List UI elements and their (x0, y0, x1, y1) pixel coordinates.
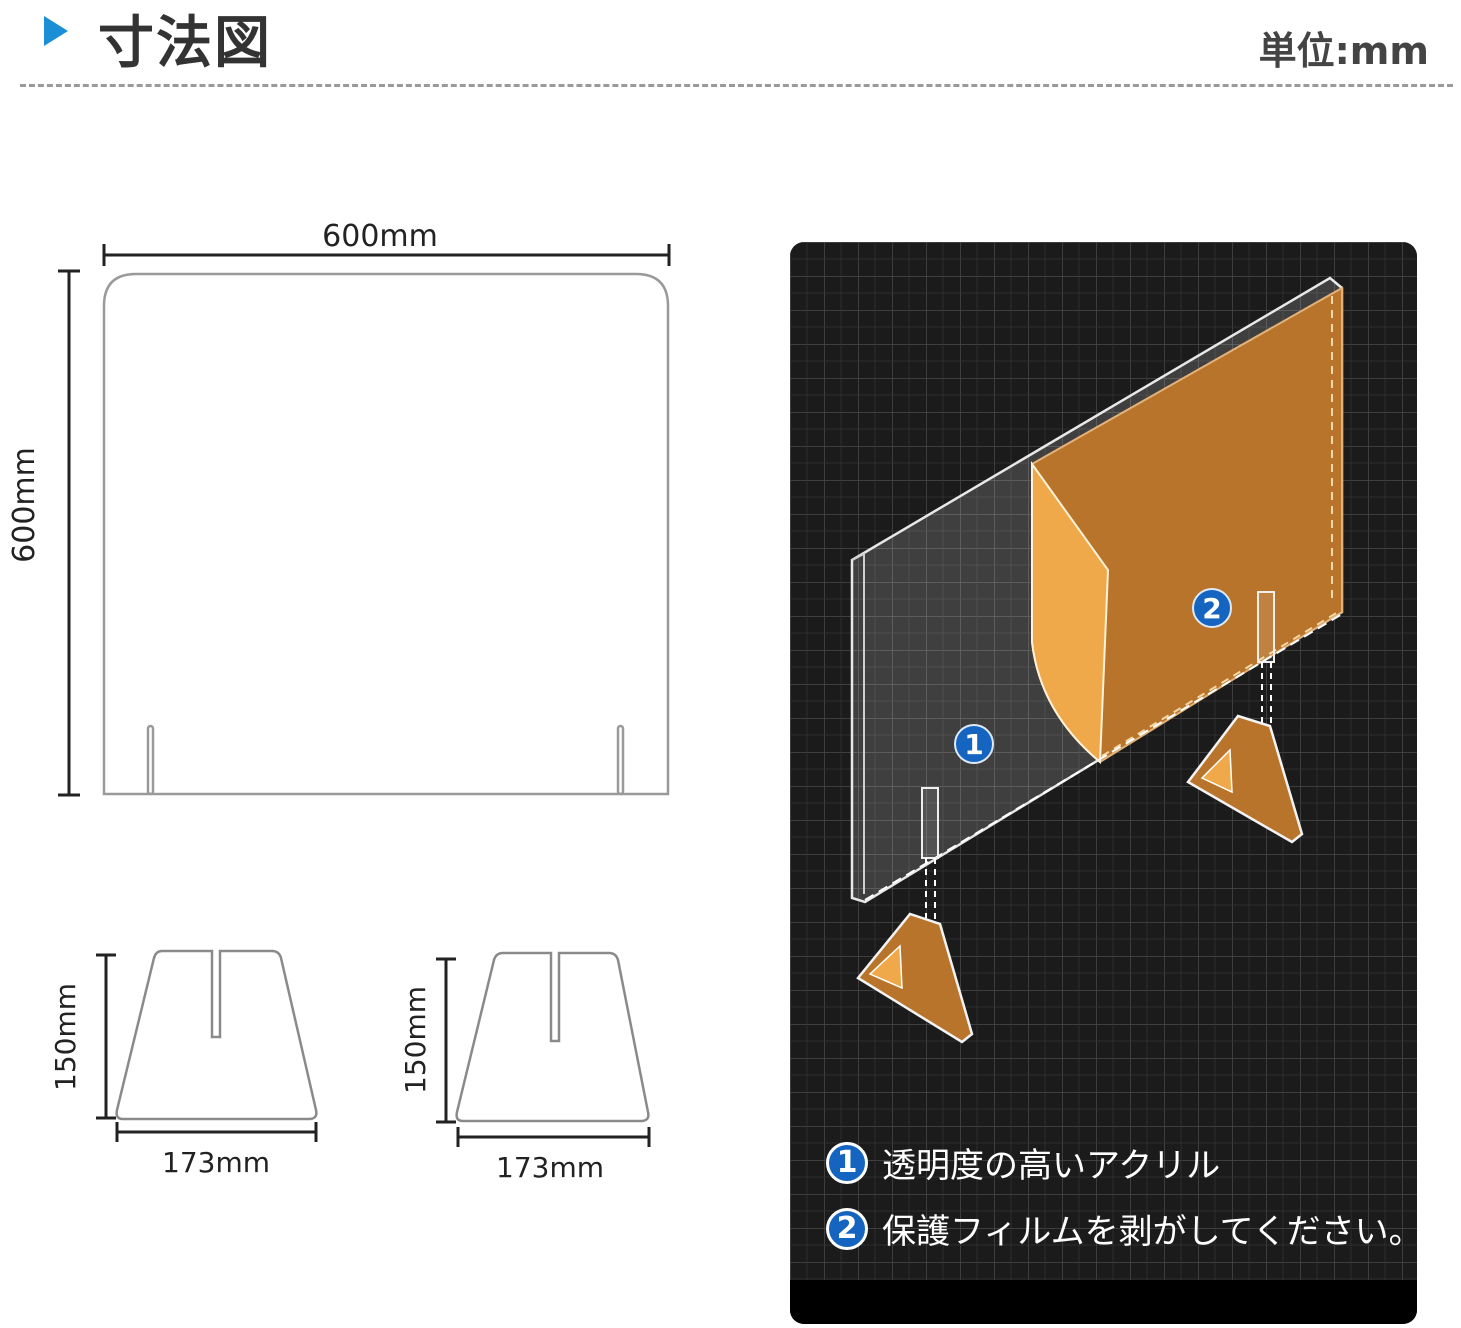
right-stand-width-line (456, 1127, 651, 1147)
photo-bottom-bar (790, 1280, 1417, 1324)
feature-2-number-badge: 2 (826, 1207, 868, 1250)
header-arrow-icon (44, 16, 68, 46)
header-divider (20, 84, 1453, 87)
feature-1-text: 透明度の高いアクリル (882, 1146, 1221, 1186)
left-stand-height-line (96, 953, 116, 1120)
height-dimension-line (58, 269, 80, 797)
left-stand-3d (856, 787, 974, 1044)
left-stand-outline (115, 949, 318, 1121)
right-stand-outline (455, 951, 650, 1123)
left-stand-width-label: 173mm (162, 1146, 270, 1179)
callout-1-badge: 1 (954, 724, 994, 764)
panel-width-label: 600mm (322, 219, 438, 254)
panel-bottom-dash (864, 613, 1343, 901)
feature-1-number-badge: 1 (826, 1141, 868, 1184)
unit-label: 単位:mm (1258, 29, 1429, 73)
feature-item-2: 2 保護フィルムを剥がしてください。 (826, 1204, 1417, 1253)
product-illustration (790, 242, 1417, 1324)
dimension-drawing: 600mm 600mm 150mm 173mm 150mm 173mm (7, 219, 671, 1184)
left-stand-width-line (115, 1122, 318, 1142)
panel-outline (102, 272, 670, 796)
product-photo-panel: 1 2 1 透明度の高いアクリル 2 保護フィルムを剥がしてください。 (790, 242, 1417, 1324)
callout-2-badge: 2 (1192, 588, 1232, 628)
right-stand-height-line (436, 957, 456, 1124)
right-stand-width-label: 173mm (496, 1151, 604, 1184)
width-dimension-line (102, 244, 671, 266)
left-stand-height-label: 150mm (49, 983, 82, 1091)
right-stand-3d (1186, 591, 1304, 844)
feature-2-text: 保護フィルムを剥がしてください。 (882, 1212, 1417, 1252)
protective-film (1031, 286, 1343, 765)
page-title: 寸法図 (98, 11, 272, 76)
right-stand-height-label: 150mm (399, 986, 432, 1094)
feature-item-1: 1 透明度の高いアクリル (826, 1138, 1220, 1187)
panel-height-label: 600mm (7, 447, 42, 563)
